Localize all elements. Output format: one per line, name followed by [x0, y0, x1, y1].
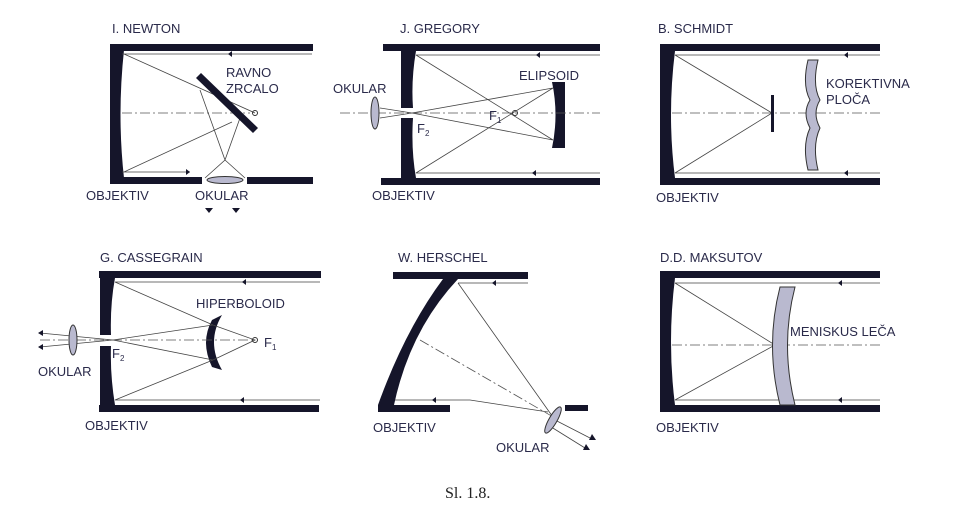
objective-label: OBJEKTIV — [85, 418, 148, 433]
flat-mirror-label-1: RAVNO — [226, 65, 271, 80]
herschel-telescope: W. HERSCHEL OBJEKTIV OKULAR — [373, 250, 596, 455]
eyepiece-lens — [544, 406, 562, 434]
arrow-icon — [242, 279, 246, 285]
light-rays — [674, 54, 880, 174]
arrow-icon — [838, 280, 842, 286]
objective-label: OBJEKTIV — [373, 420, 436, 435]
eyepiece-lens — [370, 96, 380, 130]
eyepiece-label: OKULAR — [333, 81, 386, 96]
arrow-icon — [589, 434, 596, 440]
tube-top — [383, 44, 600, 51]
arrow-icon — [536, 52, 540, 58]
newton-title: I. NEWTON — [112, 21, 180, 36]
ellipsoid-label: ELIPSOID — [519, 68, 579, 83]
cassegrain-telescope: G. CASSEGRAIN HIPERBOLOID F1 F2 OKULAR O… — [38, 250, 321, 433]
light-rays — [395, 282, 556, 421]
focal-plate — [771, 95, 774, 132]
light-rays — [547, 419, 591, 449]
arrow-icon — [838, 397, 842, 403]
tube-top — [110, 44, 313, 51]
primary-mirror — [100, 278, 115, 405]
light-rays — [39, 281, 320, 401]
objective-label: OBJEKTIV — [656, 420, 719, 435]
schmidt-title: B. SCHMIDT — [658, 21, 733, 36]
arrow-icon — [432, 397, 436, 403]
arrow-icon — [844, 170, 848, 176]
tube-bottom-left — [110, 177, 202, 184]
ellipsoid-mirror — [552, 82, 565, 148]
gregory-title: J. GREGORY — [400, 21, 480, 36]
tube-top — [393, 272, 528, 279]
meniscus-lens — [772, 286, 796, 406]
objective-label: OBJEKTIV — [86, 188, 149, 203]
arrow-icon — [38, 330, 43, 336]
flat-mirror-label-2: ZRCALO — [226, 81, 279, 96]
hyperboloid-mirror — [206, 315, 222, 370]
herschel-title: W. HERSCHEL — [398, 250, 488, 265]
arrow-icon — [492, 280, 496, 286]
eyepiece-label: OKULAR — [195, 188, 248, 203]
tube-bottom-left — [378, 405, 450, 412]
arrow-icon — [583, 444, 590, 450]
arrow-icon — [532, 170, 536, 176]
maksutov-telescope: D.D. MAKSUTOV MENISKUS LEČA OBJEKTIV — [656, 250, 896, 435]
focus-point — [252, 337, 258, 343]
eyepiece-label: OKULAR — [496, 440, 549, 455]
tube-bottom-right — [565, 405, 588, 411]
arrow-down-icon — [205, 208, 240, 213]
primary-mirror — [660, 278, 675, 405]
tube-bottom — [660, 178, 880, 185]
figure-caption: Sl. 1.8. — [445, 485, 490, 502]
tube-top — [660, 271, 880, 278]
primary-mirror — [401, 51, 416, 178]
corrector-label-1: KOREKTIVNA — [826, 76, 910, 91]
focus-point — [512, 110, 518, 116]
light-rays — [379, 54, 600, 174]
f1-label: F1 — [264, 335, 277, 352]
f2-label: F2 — [417, 121, 430, 138]
schmidt-telescope: B. SCHMIDT KOREKTIVNA PLOČA OBJEKTIV — [656, 21, 910, 205]
primary-mirror — [378, 279, 458, 405]
f2-label: F2 — [112, 346, 125, 363]
tube-bottom — [99, 405, 319, 412]
optical-axis — [419, 339, 556, 419]
objective-label: OBJEKTIV — [656, 190, 719, 205]
primary-mirror — [110, 50, 124, 178]
primary-mirror — [660, 51, 675, 178]
flat-mirror — [196, 73, 258, 133]
tube-bottom — [381, 178, 600, 185]
gregory-telescope: J. GREGORY ELIPSOID OKULAR F1 F2 OBJEKTI… — [333, 21, 600, 203]
arrow-icon — [844, 52, 848, 58]
arrow-icon — [228, 51, 232, 57]
arrow-icon — [186, 169, 190, 175]
eyepiece-lens — [206, 176, 244, 184]
arrow-icon — [240, 397, 244, 403]
light-rays — [122, 53, 312, 179]
eyepiece-lens — [68, 324, 78, 356]
tube-bottom-right — [247, 177, 313, 184]
maksutov-title: D.D. MAKSUTOV — [660, 250, 763, 265]
corrector-label-2: PLOČA — [826, 92, 870, 107]
arrow-icon — [38, 344, 43, 350]
f1-label: F1 — [489, 108, 502, 125]
eyepiece-label: OKULAR — [38, 364, 91, 379]
focus-point — [252, 110, 258, 116]
tube-bottom — [660, 405, 880, 412]
corrector-plate — [804, 59, 821, 171]
cassegrain-title: G. CASSEGRAIN — [100, 250, 203, 265]
newton-telescope: I. NEWTON RAVNO ZRCALO OBJEKTIV OKULAR — [86, 21, 313, 213]
meniscus-label: MENISKUS LEČA — [790, 324, 896, 339]
objective-label: OBJEKTIV — [372, 188, 435, 203]
hyperboloid-label: HIPERBOLOID — [196, 296, 285, 311]
tube-top — [660, 44, 880, 51]
tube-top — [99, 271, 321, 278]
